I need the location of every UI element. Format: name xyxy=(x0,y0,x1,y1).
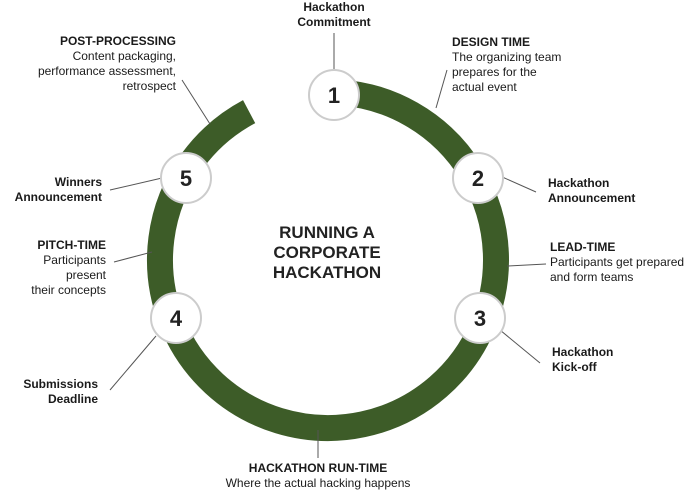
phase-label-post-processing: POST-PROCESSING Content packaging, perfo… xyxy=(20,34,176,94)
milestone-1-title-line-1: Hackathon xyxy=(303,0,365,14)
phase-post-processing-desc-1: Content packaging, xyxy=(72,49,176,63)
milestone-node-5: 5 xyxy=(160,152,212,204)
diagram-title-line-2: CORPORATE xyxy=(273,243,381,262)
milestone-2-title-line-1: Hackathon xyxy=(548,176,610,190)
phase-label-lead-time: LEAD-TIME Participants get prepared and … xyxy=(550,240,685,285)
milestone-number-4: 4 xyxy=(170,306,183,331)
milestone-1-title-line-2: Commitment xyxy=(297,15,371,29)
phase-lead-time-desc-2: and form teams xyxy=(550,270,634,284)
diagram-title-line-1: RUNNING A xyxy=(279,223,375,242)
milestone-label-announcement: Hackathon Announcement xyxy=(548,176,678,206)
connector-line-winners xyxy=(109,177,163,191)
phase-lead-time-title: LEAD-TIME xyxy=(550,240,616,254)
phase-label-pitch-time: PITCH-TIME Participants present their co… xyxy=(0,238,106,298)
milestone-label-winners: Winners Announcement xyxy=(0,175,102,205)
phase-pitch-time-title: PITCH-TIME xyxy=(37,238,106,252)
connector-line-announcement xyxy=(499,175,537,193)
milestone-number-3: 3 xyxy=(474,306,486,331)
phase-post-processing-title: POST-PROCESSING xyxy=(59,34,176,48)
phase-design-time-title: DESIGN TIME xyxy=(452,35,531,49)
phase-run-time-desc-1: Where the actual hacking happens xyxy=(225,476,411,490)
milestone-number-2: 2 xyxy=(472,166,484,191)
phase-design-time-desc-1: The organizing team xyxy=(452,50,562,64)
diagram-title-line-3: HACKATHON xyxy=(272,263,382,282)
milestone-node-1: 1 xyxy=(308,69,360,121)
milestone-node-3: 3 xyxy=(454,292,506,344)
phase-design-time-desc-2: prepares for the xyxy=(452,65,537,79)
milestone-5-title-line-2: Announcement xyxy=(14,190,102,204)
phase-design-time-desc-3: actual event xyxy=(452,80,517,94)
connector-line-post-processing xyxy=(181,79,211,125)
phase-pitch-time-desc-1: Participants present xyxy=(43,253,106,282)
phase-lead-time-desc-1: Participants get prepared xyxy=(550,255,685,269)
milestone-number-5: 5 xyxy=(180,166,192,191)
milestone-2-title-line-2: Announcement xyxy=(548,191,636,205)
milestone-3-title-line-2: Kick-off xyxy=(552,360,597,374)
connector-line-pitch-time xyxy=(113,251,153,263)
milestone-number-1: 1 xyxy=(328,83,340,108)
phase-pitch-time-desc-2: their concepts xyxy=(31,283,106,297)
diagram-title: RUNNING A CORPORATE HACKATHON xyxy=(230,223,424,283)
milestone-label-kickoff: Hackathon Kick-off xyxy=(552,345,662,375)
connector-line-lead-time xyxy=(506,263,547,267)
phase-label-design-time: DESIGN TIME The organizing team prepares… xyxy=(452,35,592,95)
connector-line-deadline xyxy=(109,335,157,391)
phase-label-run-time: HACKATHON RUN-TIME Where the actual hack… xyxy=(200,461,436,491)
milestone-label-commitment: Hackathon Commitment xyxy=(284,0,384,30)
phase-post-processing-desc-2: performance assessment, xyxy=(37,64,176,78)
connector-line-kickoff xyxy=(499,329,541,364)
milestone-node-4: 4 xyxy=(150,292,202,344)
milestone-node-2: 2 xyxy=(452,152,504,204)
milestone-4-title-line-2: Deadline xyxy=(47,392,98,406)
connector-line-design-time xyxy=(435,69,448,109)
phase-run-time-title: HACKATHON RUN-TIME xyxy=(248,461,388,475)
milestone-4-title-line-1: Submissions xyxy=(23,377,98,391)
phase-post-processing-desc-3: retrospect xyxy=(122,79,176,93)
milestone-5-title-line-1: Winners xyxy=(54,175,102,189)
milestone-3-title-line-1: Hackathon xyxy=(552,345,614,359)
milestone-label-deadline: Submissions Deadline xyxy=(0,377,98,407)
